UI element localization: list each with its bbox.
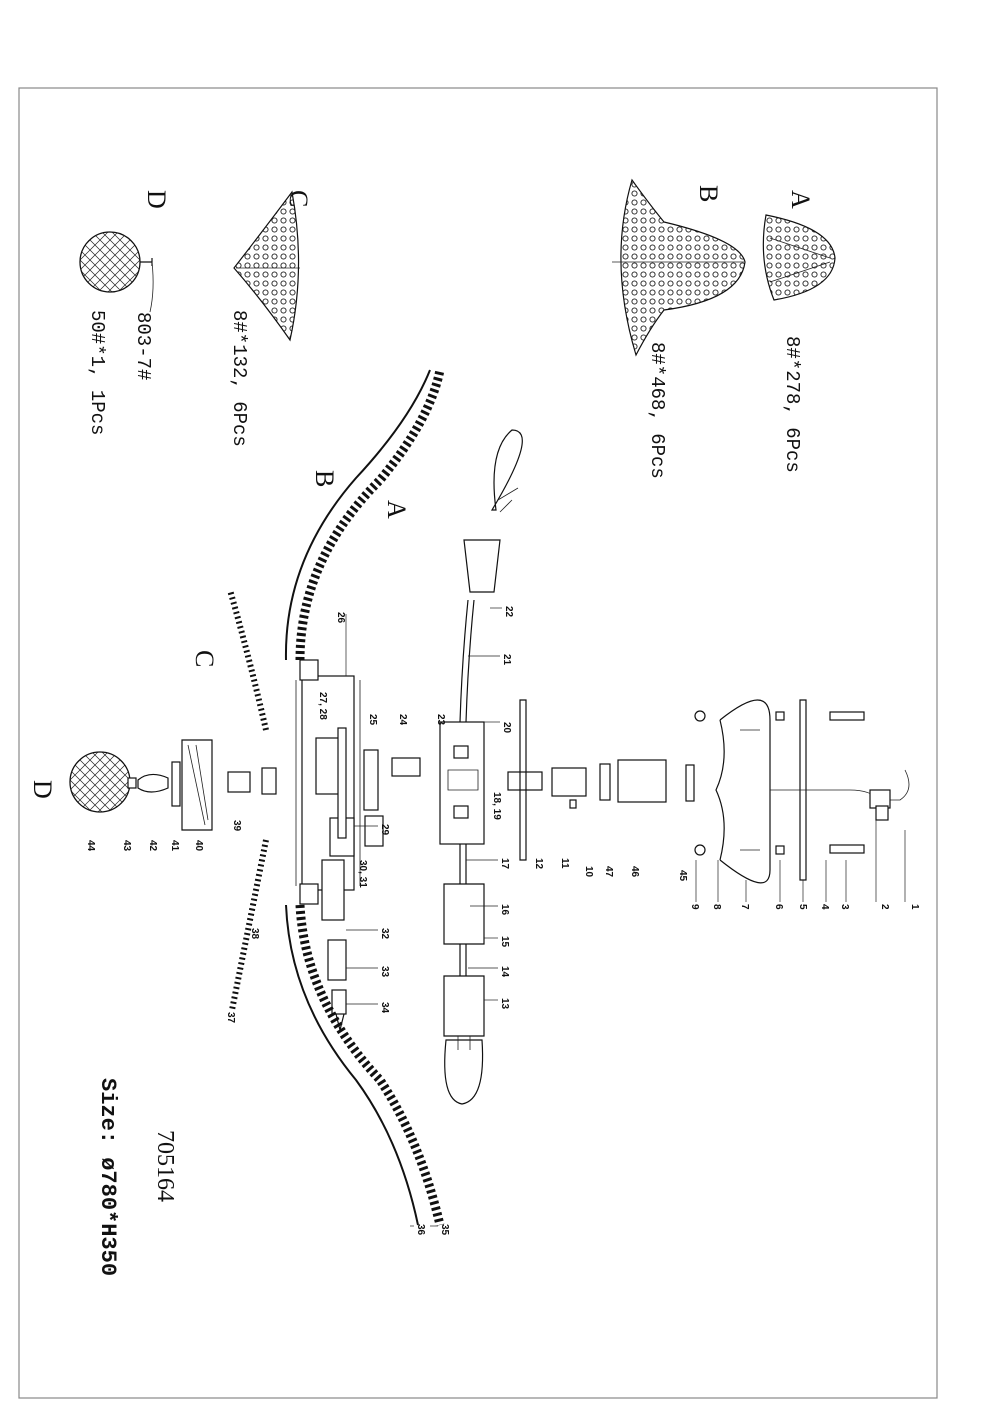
size-label: Size: ø780*H350	[95, 1078, 120, 1276]
callout-21: 21	[501, 654, 512, 666]
callout-labels: 1 2 3 4 5 6 7 8 9 10 11 12 13 14 15 16 1…	[85, 606, 920, 1236]
callout-39: 39	[231, 820, 242, 832]
callout-47: 47	[603, 866, 614, 878]
callout-36: 36	[415, 1224, 426, 1236]
callout-26: 26	[335, 612, 346, 624]
callout-41: 41	[169, 840, 180, 852]
callout-12: 12	[533, 858, 544, 870]
page-border	[18, 87, 938, 1399]
crystal-set-b: B 8#*468, 6Pcs	[612, 178, 746, 479]
crystal-set-b-letter: B	[694, 185, 723, 202]
crystal-set-a: A 8#*278, 6Pcs	[762, 190, 836, 473]
assembly-letter-d: D	[28, 780, 57, 799]
bottom-drop-assembly	[69, 739, 277, 831]
callout-24: 24	[397, 714, 408, 726]
callout-18-19: 18, 19	[491, 792, 502, 820]
callout-15: 15	[499, 936, 510, 948]
callout-30-31: 30, 31	[357, 860, 368, 888]
assembly-letter-a: A	[382, 500, 411, 519]
crystal-set-c-quantity: 8#*132, 6Pcs	[228, 310, 250, 447]
callout-35: 35	[439, 1224, 450, 1236]
callout-9: 9	[689, 904, 700, 910]
crystal-set-d-letter: D	[142, 190, 171, 209]
crystal-set-a-quantity: 8#*278, 6Pcs	[781, 336, 803, 473]
callout-13: 13	[499, 998, 510, 1010]
model-number: 705164	[152, 1130, 178, 1202]
callout-10: 10	[583, 866, 594, 878]
assembly-letter-c: C	[190, 650, 219, 667]
callout-46: 46	[629, 866, 640, 878]
arm-b-lower	[285, 904, 419, 1226]
crystal-strand-a-shape	[762, 214, 836, 301]
callout-27-28: 27, 28	[317, 692, 328, 720]
callout-7: 7	[739, 904, 750, 910]
callout-33: 33	[379, 966, 390, 978]
callout-14: 14	[499, 966, 510, 978]
callout-22: 22	[503, 606, 514, 618]
crystal-set-c-letter: C	[284, 190, 313, 207]
coupling-parts	[507, 699, 695, 861]
callout-32: 32	[379, 928, 390, 940]
main-frame	[295, 659, 421, 1031]
crystal-set-d: D 803-7# 50#*1, 1Pcs	[79, 190, 171, 435]
callout-43: 43	[121, 840, 132, 852]
callout-37: 37	[225, 1012, 236, 1024]
callout-40: 40	[193, 840, 204, 852]
callout-20: 20	[501, 722, 512, 734]
crystal-set-d-quantity: 50#*1, 1Pcs	[86, 310, 108, 435]
callout-4: 4	[819, 904, 830, 910]
callout-3: 3	[839, 904, 850, 910]
arm-a-upper	[295, 369, 445, 661]
assembly-letter-b: B	[310, 470, 339, 487]
arm-c-upper	[227, 589, 269, 731]
crystal-strand-c-shape	[233, 190, 300, 342]
arm-b-upper	[284, 369, 431, 661]
callout-1: 1	[909, 904, 920, 910]
callout-8: 8	[711, 904, 722, 910]
crystal-set-b-quantity: 8#*468, 6Pcs	[646, 342, 668, 479]
callout-44: 44	[85, 840, 96, 852]
crystal-set-d-part-code: 803-7#	[132, 312, 154, 380]
crystal-strand-b-shape	[620, 178, 746, 357]
socket-assembly	[439, 429, 523, 1105]
arm-c-lower	[229, 839, 269, 1011]
callout-17: 17	[499, 858, 510, 870]
callout-16: 16	[499, 904, 510, 916]
callout-23: 23	[435, 714, 446, 726]
crystal-set-a-letter: A	[786, 190, 815, 209]
leader-lines	[345, 607, 906, 1227]
crystal-ball-d	[79, 231, 141, 293]
callout-2: 2	[879, 904, 890, 910]
ceiling-canopy-assembly	[694, 699, 910, 884]
callout-29: 29	[379, 824, 390, 836]
arm-a-lower	[295, 904, 445, 1227]
callout-45: 45	[677, 870, 688, 882]
callout-25: 25	[367, 714, 378, 726]
callout-11: 11	[559, 858, 570, 869]
callout-6: 6	[773, 904, 784, 910]
callout-38: 38	[249, 928, 260, 940]
callout-42: 42	[147, 840, 158, 852]
callout-34: 34	[379, 1002, 390, 1014]
callout-5: 5	[797, 904, 808, 910]
crystal-set-c: C 8#*132, 6Pcs	[228, 190, 313, 447]
